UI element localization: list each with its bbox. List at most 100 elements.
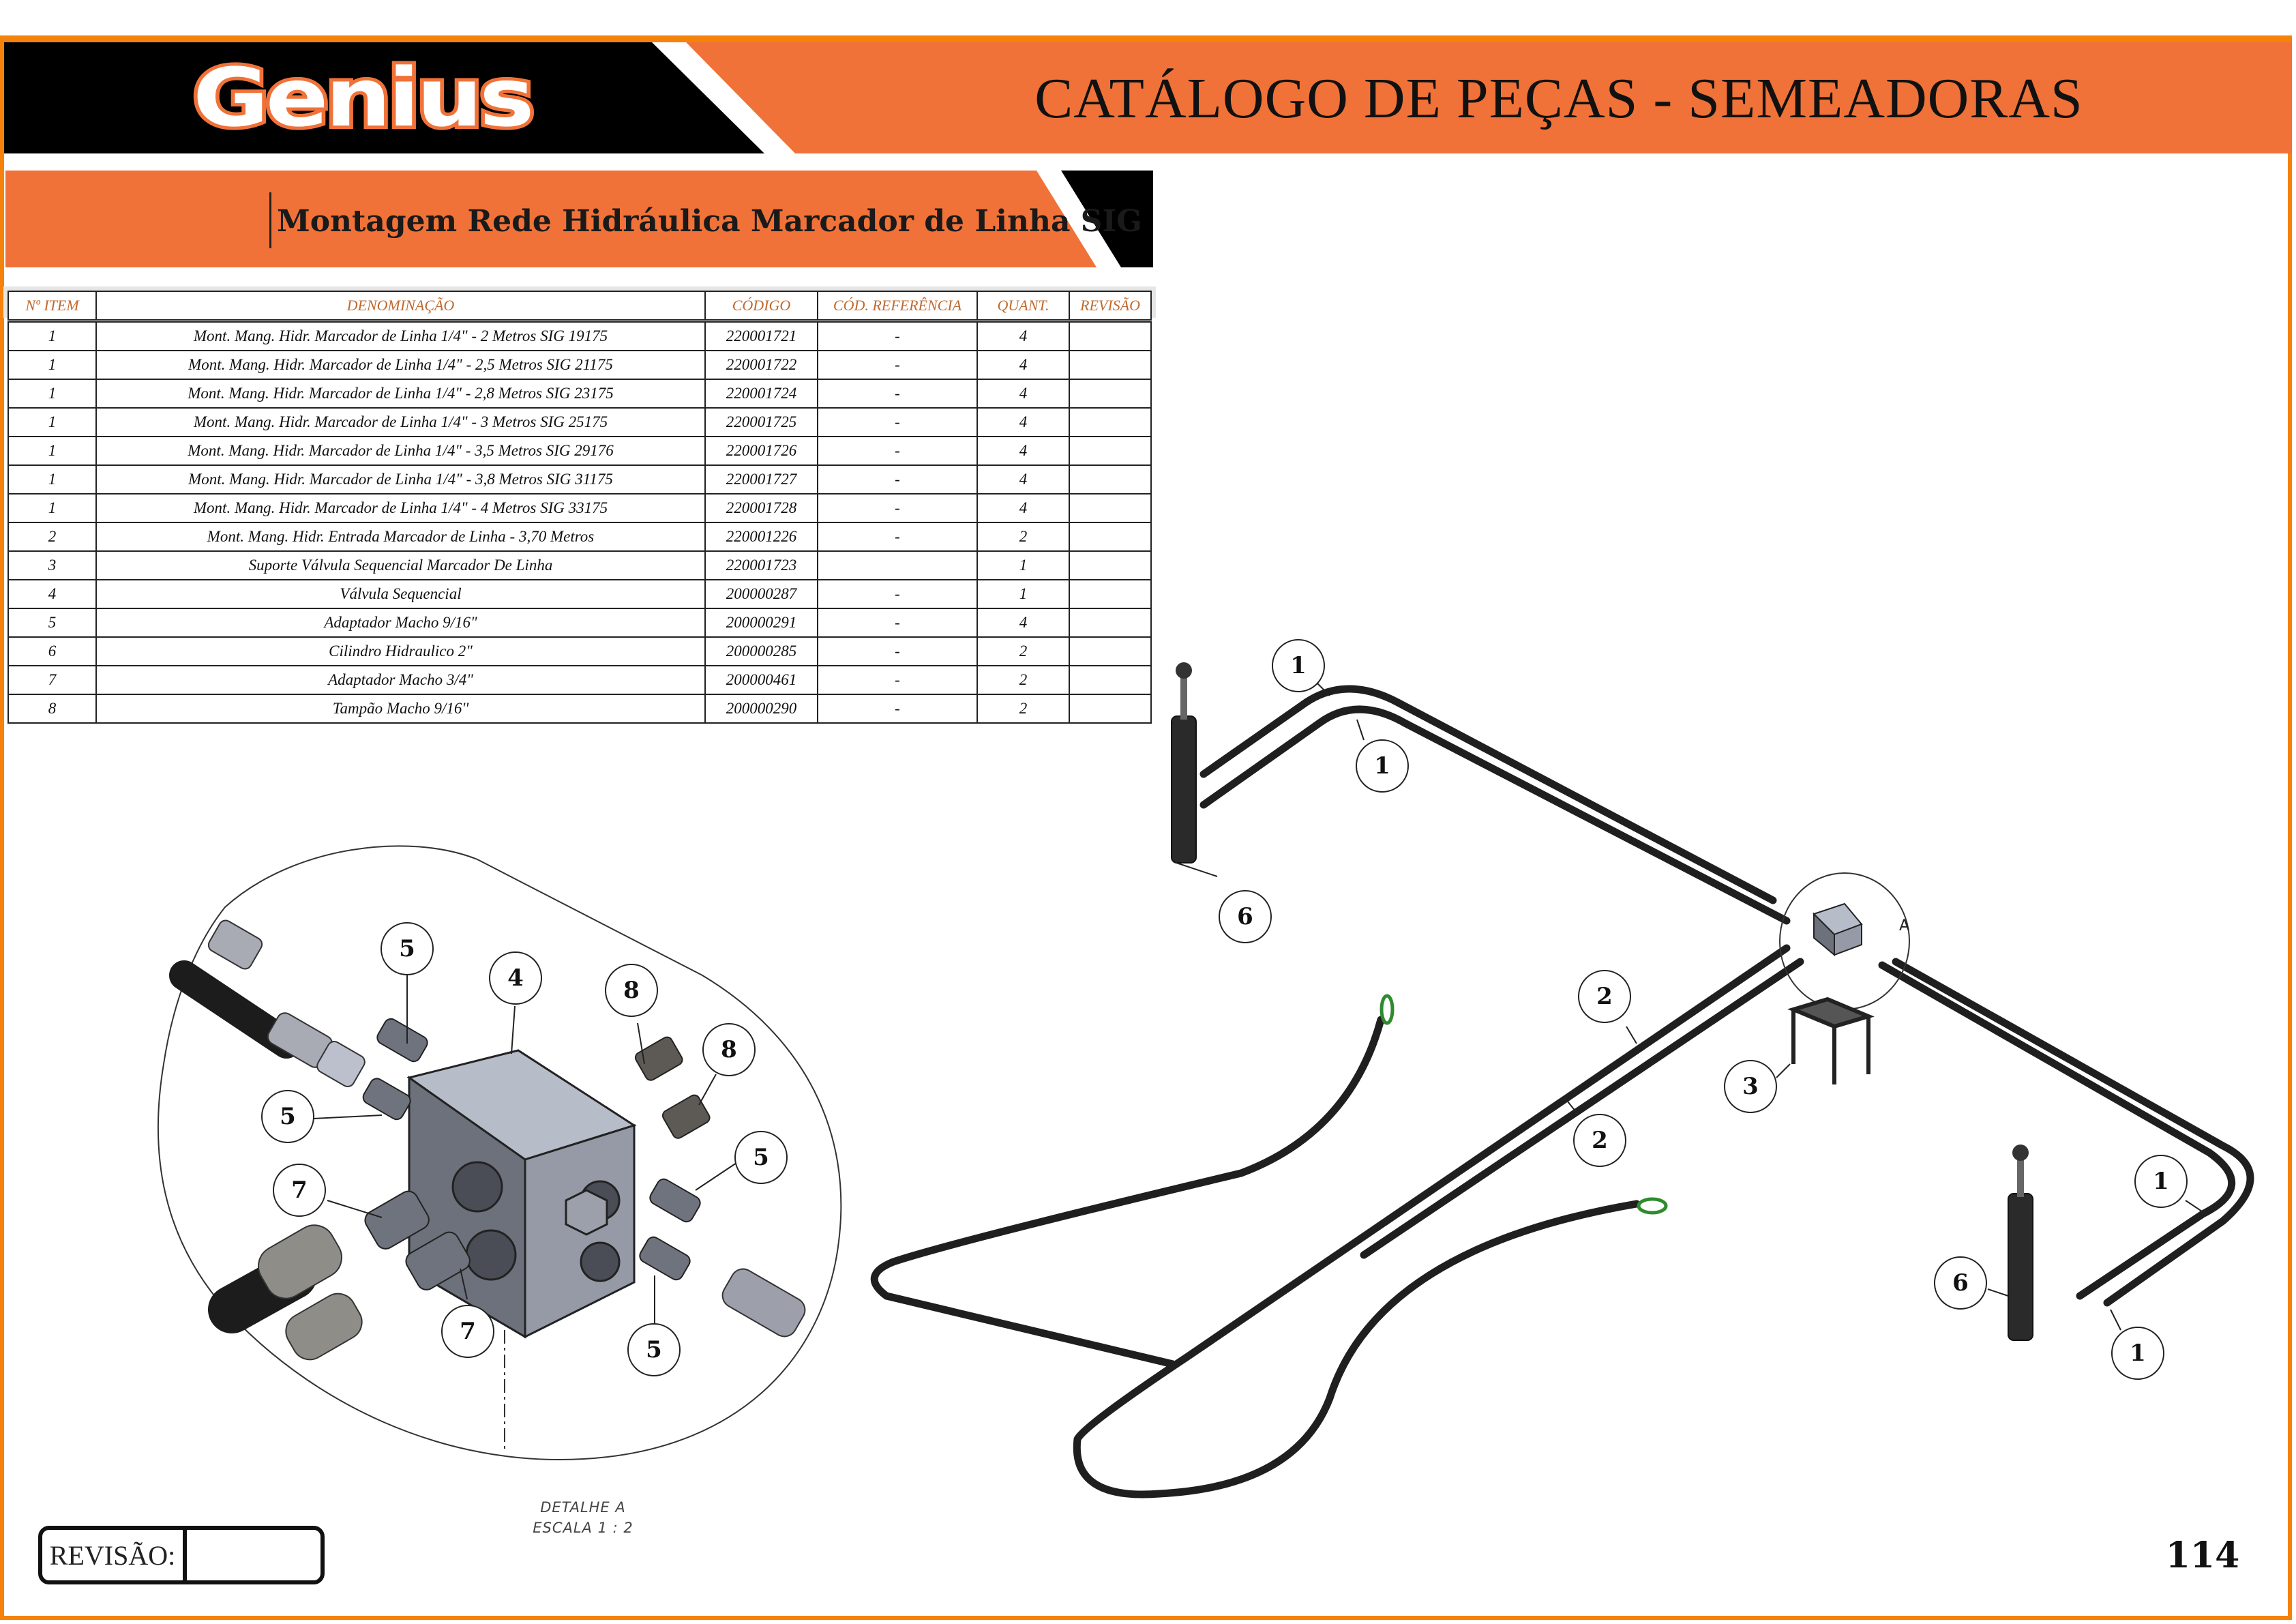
detail-view-tag: A (1899, 917, 1910, 934)
detail-label-scale: ESCALA 1 : 2 (533, 1520, 633, 1536)
cell-rev (1069, 464, 1152, 494)
cell-item: 5 (8, 608, 97, 638)
cell-qty: 2 (976, 694, 1070, 724)
col-name: DENOMINAÇÃO (95, 291, 706, 323)
cell-name: Mont. Mang. Hidr. Marcador de Linha 1/4"… (95, 464, 706, 494)
cell-ref: - (817, 665, 978, 695)
cell-code: 200000287 (704, 579, 818, 609)
col-item: Nº ITEM (8, 291, 97, 323)
cell-ref: - (817, 320, 978, 351)
cell-ref: - (817, 464, 978, 494)
cell-rev (1069, 608, 1152, 638)
cell-qty: 4 (976, 350, 1070, 380)
cell-item: 1 (8, 464, 97, 494)
cell-ref: - (817, 350, 978, 380)
cell-item: 3 (8, 550, 97, 580)
cell-item: 8 (8, 694, 97, 724)
cell-name: Adaptador Macho 9/16" (95, 608, 706, 638)
cell-code: 220001724 (704, 379, 818, 409)
main-callout-1: 1 (1272, 639, 1325, 692)
cell-rev (1069, 550, 1152, 580)
cell-code: 220001723 (704, 550, 818, 580)
cell-code: 220001226 (704, 522, 818, 552)
section-banner-orange (5, 171, 1097, 267)
cell-name: Mont. Mang. Hidr. Marcador de Linha 1/4"… (95, 350, 706, 380)
main-callout-1: 1 (1356, 739, 1409, 793)
cell-item: 1 (8, 320, 97, 351)
cell-ref: - (817, 379, 978, 409)
cell-ref: - (817, 493, 978, 523)
cell-qty: 4 (976, 407, 1070, 437)
cell-item: 1 (8, 379, 97, 409)
main-callout-6: 6 (1219, 890, 1272, 943)
cell-rev (1069, 436, 1152, 466)
cell-item: 1 (8, 436, 97, 466)
header-logo-band (4, 42, 764, 153)
cell-item: 1 (8, 493, 97, 523)
detail-callout-5: 5 (627, 1323, 681, 1376)
cell-name: Válvula Sequencial (95, 579, 706, 609)
col-code: CÓDIGO (704, 291, 818, 323)
cell-code: 200000285 (704, 636, 818, 666)
cell-item: 4 (8, 579, 97, 609)
cell-code: 220001728 (704, 493, 818, 523)
cell-code: 220001722 (704, 350, 818, 380)
cell-rev (1069, 522, 1152, 552)
col-ref: CÓD. REFERÊNCIA (817, 291, 978, 323)
detail-callout-8: 8 (605, 964, 658, 1017)
detail-callout-4: 4 (489, 951, 542, 1005)
cell-name: Mont. Mang. Hidr. Marcador de Linha 1/4"… (95, 493, 706, 523)
revision-value (187, 1530, 320, 1580)
cell-qty: 4 (976, 379, 1070, 409)
cell-rev (1069, 320, 1152, 351)
page-header: Genius CATÁLOGO DE PEÇAS - SEMEADORAS (4, 42, 2292, 153)
detail-callout-8: 8 (702, 1023, 756, 1076)
cell-code: 220001727 (704, 464, 818, 494)
cell-rev (1069, 694, 1152, 724)
cell-qty: 2 (976, 665, 1070, 695)
section-banner-bar (269, 192, 271, 248)
cell-ref: - (817, 579, 978, 609)
cell-ref: - (817, 608, 978, 638)
revision-label: REVISÃO: (42, 1530, 187, 1580)
cell-ref: - (817, 407, 978, 437)
parts-table: Nº ITEM DENOMINAÇÃO CÓDIGO CÓD. REFERÊNC… (8, 291, 1152, 724)
cell-name: Mont. Mang. Hidr. Entrada Marcador de Li… (95, 522, 706, 552)
cell-qty: 2 (976, 636, 1070, 666)
cell-rev (1069, 579, 1152, 609)
detail-callout-7: 7 (273, 1164, 326, 1217)
table-header-row: Nº ITEM DENOMINAÇÃO CÓDIGO CÓD. REFERÊNC… (8, 291, 1152, 323)
cell-name: Mont. Mang. Hidr. Marcador de Linha 1/4"… (95, 320, 706, 351)
cell-item: 2 (8, 522, 97, 552)
cell-item: 7 (8, 665, 97, 695)
cell-item: 1 (8, 350, 97, 380)
cell-rev (1069, 636, 1152, 666)
cell-qty: 4 (976, 493, 1070, 523)
cell-item: 6 (8, 636, 97, 666)
cell-qty: 4 (976, 608, 1070, 638)
cell-qty: 1 (976, 579, 1070, 609)
col-rev: REVISÃO (1069, 291, 1152, 323)
cell-ref: - (817, 522, 978, 552)
cell-qty: 1 (976, 550, 1070, 580)
cell-name: Tampão Macho 9/16'' (95, 694, 706, 724)
detail-callout-7: 7 (441, 1305, 494, 1358)
main-callout-1: 1 (2111, 1327, 2164, 1380)
col-qty: QUANT. (976, 291, 1070, 323)
cell-name: Cilindro Hidraulico 2" (95, 636, 706, 666)
cell-rev (1069, 665, 1152, 695)
cell-code: 220001726 (704, 436, 818, 466)
catalog-title: CATÁLOGO DE PEÇAS - SEMEADORAS (1034, 66, 2083, 130)
cell-code: 220001721 (704, 320, 818, 351)
